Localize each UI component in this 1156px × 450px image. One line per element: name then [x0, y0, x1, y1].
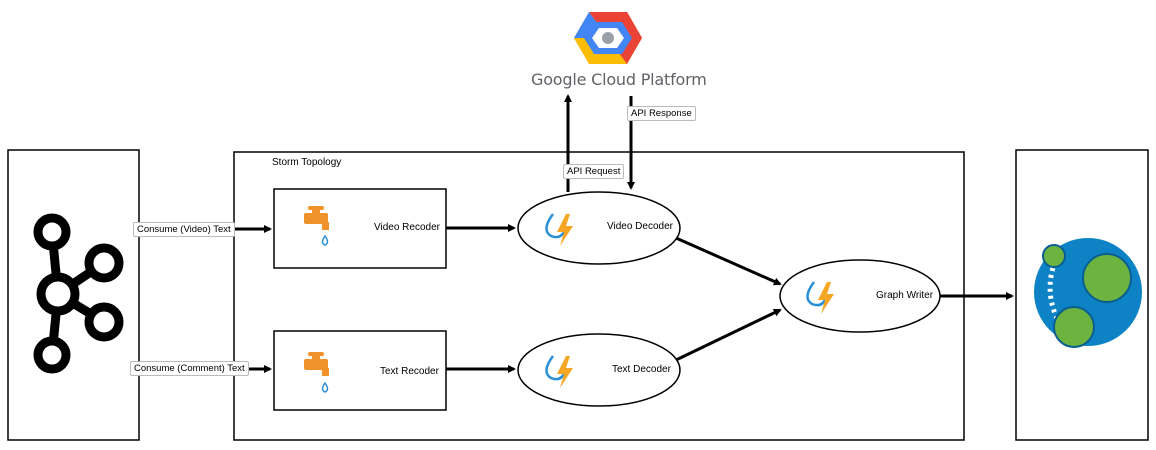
storm-topology-title: Storm Topology	[272, 157, 342, 168]
arrow-text-decoder-to-graph-writer	[675, 308, 782, 362]
faucet-icon	[304, 206, 329, 246]
storm-bolt-icon	[806, 281, 834, 314]
storm-bolt-icon	[545, 355, 573, 388]
arrow-video-decoder-to-graph-writer	[675, 236, 782, 286]
neo4j-icon	[1034, 238, 1142, 348]
video-decoder-label: Video Decoder	[607, 221, 673, 232]
storm-bolt-icon	[545, 213, 573, 246]
video-recoder-label: Video Recoder	[374, 222, 440, 233]
graph-writer-label: Graph Writer	[876, 290, 934, 301]
video-recoder-box	[273, 188, 447, 269]
google-cloud-hexagon-icon	[574, 12, 642, 64]
video-decoder-node	[517, 191, 681, 265]
text-decoder-node	[517, 333, 681, 407]
consume-comment-label: Consume (Comment) Text	[130, 361, 249, 376]
consume-video-label: Consume (Video) Text	[133, 222, 235, 237]
text-recoder-label: Text Recoder	[380, 366, 439, 377]
text-decoder-label: Text Decoder	[612, 364, 671, 375]
api-request-label: API Request	[563, 164, 625, 179]
api-response-label: API Response	[627, 106, 696, 121]
kafka-icon	[33, 213, 124, 374]
gcp-label: Google Cloud Platform	[531, 70, 707, 89]
faucet-icon	[304, 352, 329, 393]
text-recoder-box	[273, 330, 447, 411]
